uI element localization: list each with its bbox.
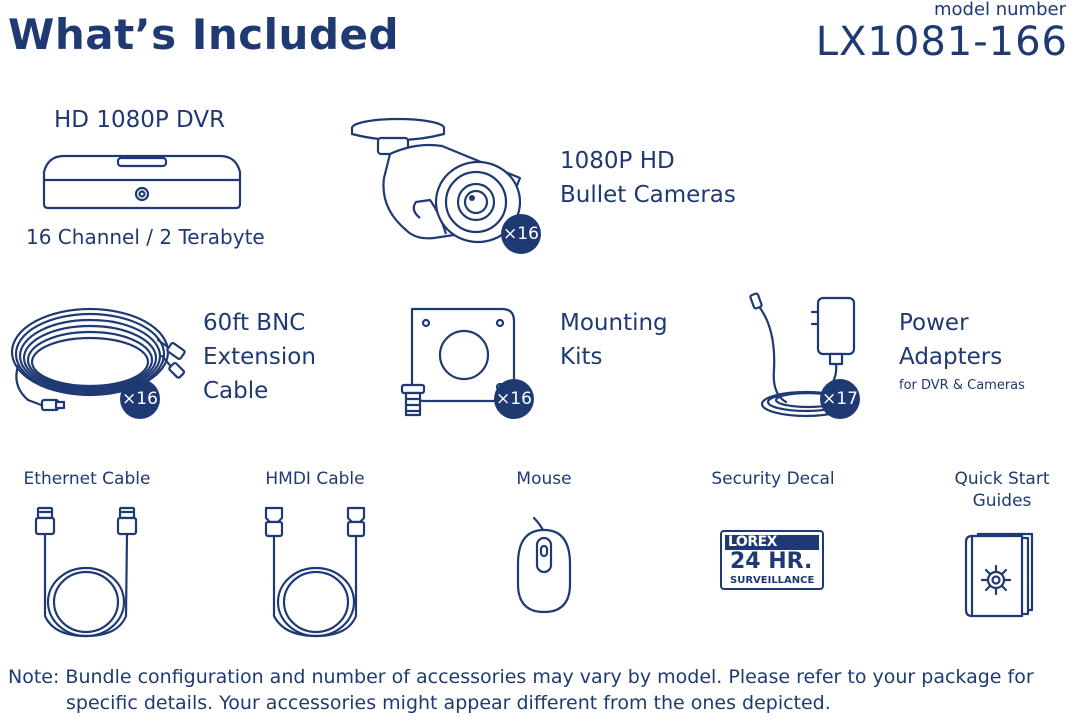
bnc-count-badge: ×16: [120, 379, 160, 419]
mounting-label-line1: Mounting: [560, 310, 668, 336]
dvr-icon: [42, 154, 242, 210]
dvr-label: HD 1080P DVR: [54, 107, 226, 133]
bnc-label-line1: 60ft BNC: [203, 310, 306, 336]
camera-count-badge: ×16: [501, 214, 541, 254]
ethernet-label: Ethernet Cable: [23, 469, 151, 489]
camera-label-line1: 1080P HD: [560, 148, 675, 174]
bullet-camera-icon: [350, 117, 522, 244]
hdmi-cable-icon: [264, 506, 366, 638]
note-line2: specific details. Your accessories might…: [66, 692, 831, 714]
ethernet-cable-icon: [34, 506, 138, 638]
guide-book-icon: [964, 532, 1034, 618]
power-label-line1: Power: [899, 310, 969, 336]
power-adapter-note: for DVR & Cameras: [899, 378, 1025, 393]
guides-label-line1: Quick Start: [954, 469, 1050, 489]
bnc-label-line3: Cable: [203, 378, 269, 404]
mounting-kit-icon: [400, 307, 516, 417]
bnc-cable-icon: [10, 307, 186, 412]
mouse-icon: [516, 516, 572, 614]
dvr-subtitle: 16 Channel / 2 Terabyte: [26, 225, 265, 249]
note-line1: Note: Bundle configuration and number of…: [8, 666, 1034, 688]
decal-brand: LOREX: [728, 534, 777, 550]
model-number-label: model number: [933, 0, 1066, 20]
hdmi-label: HMDI Cable: [265, 469, 365, 489]
camera-label-line2: Bullet Cameras: [560, 182, 736, 208]
decal-small-text: SURVEILLANCE: [730, 575, 815, 586]
disclaimer-note: Note: Bundle configuration and number of…: [8, 664, 1068, 716]
mounting-count-badge: ×16: [494, 379, 534, 419]
mouse-label: Mouse: [516, 469, 572, 489]
security-decal-icon: LOREX 24 HR. SURVEILLANCE: [720, 530, 824, 590]
power-label-line2: Adapters: [899, 344, 1003, 370]
decal-label: Security Decal: [711, 469, 835, 489]
page-title: What’s Included: [8, 10, 400, 59]
bnc-label-line2: Extension: [203, 344, 316, 370]
guides-label-line2: Guides: [972, 491, 1032, 511]
mounting-label-line2: Kits: [560, 344, 603, 370]
model-number: LX1081-166: [815, 19, 1068, 65]
power-count-badge: ×17: [820, 379, 860, 419]
decal-big-text: 24 HR.: [730, 549, 813, 574]
